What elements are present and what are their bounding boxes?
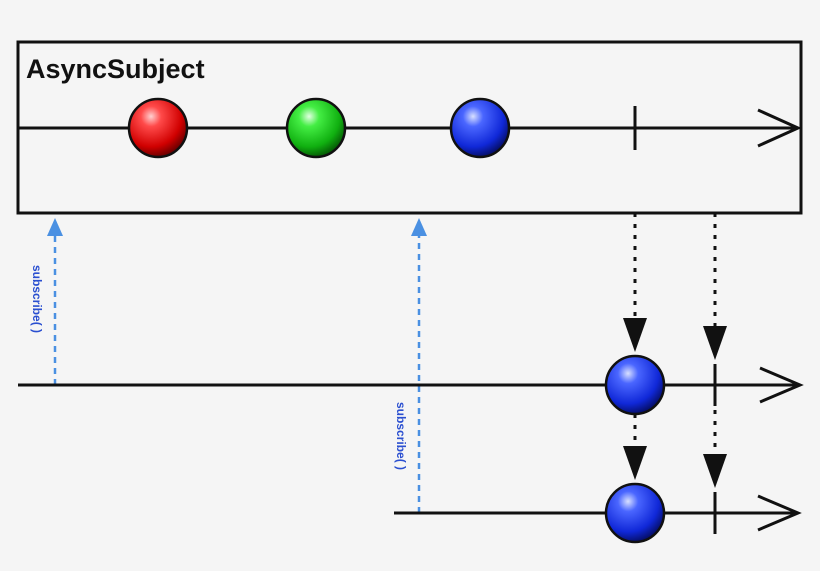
subscribe-label-1: subscribe( ) bbox=[30, 265, 44, 333]
subscribe-label-2: subscribe( ) bbox=[394, 402, 408, 470]
subscriber-1-blue-marble bbox=[604, 354, 666, 416]
source-green-marble bbox=[285, 97, 347, 159]
subscriber-1-timeline bbox=[18, 364, 804, 406]
subscriber-2-timeline bbox=[394, 492, 802, 534]
emission-propagation-arrow-2 bbox=[623, 414, 647, 480]
emission-propagation-arrow-1 bbox=[623, 213, 647, 352]
subscribe-arrow-2 bbox=[411, 218, 427, 513]
completion-propagation-arrow-1 bbox=[703, 213, 727, 360]
source-red-marble bbox=[127, 97, 189, 159]
subscriber-2-blue-marble bbox=[604, 482, 666, 544]
source-blue-marble bbox=[449, 97, 511, 159]
completion-propagation-arrow-2 bbox=[703, 410, 727, 488]
diagram-title: AsyncSubject bbox=[26, 54, 205, 84]
subscribe-arrow-1 bbox=[47, 218, 63, 385]
